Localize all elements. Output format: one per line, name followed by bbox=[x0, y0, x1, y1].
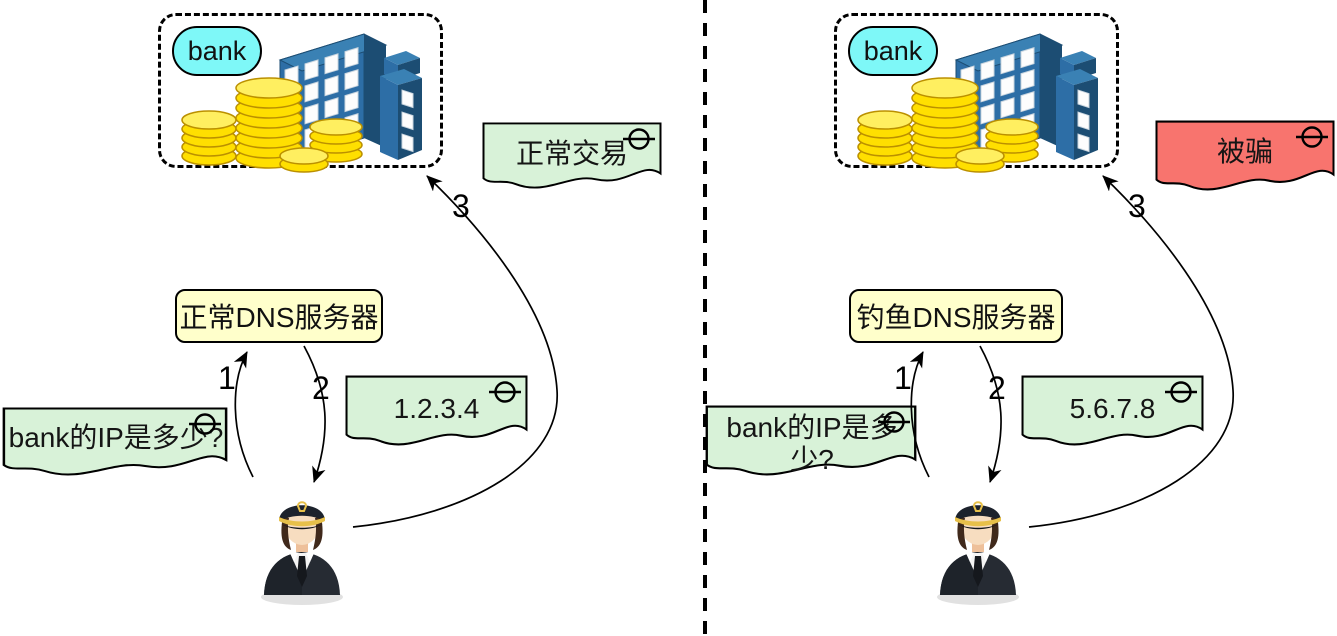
step-1-label: 1 bbox=[894, 360, 912, 396]
query-note-text: bank的IP是多少? bbox=[726, 412, 898, 476]
note-anchor-icon bbox=[622, 128, 656, 150]
query-note: bank的IP是多少? bbox=[705, 405, 917, 477]
query-note: bank的IP是多少? bbox=[2, 407, 228, 477]
bank-label-text: bank bbox=[863, 35, 923, 66]
bank-label: bank bbox=[172, 26, 262, 76]
note-shape bbox=[705, 405, 917, 476]
query-note-text: bank的IP是多少? bbox=[8, 422, 224, 453]
bank-label: bank bbox=[848, 26, 938, 76]
gold-coins-icon bbox=[857, 77, 1039, 173]
outcome-note: 被骗 bbox=[1155, 120, 1335, 192]
note-shape bbox=[2, 407, 228, 476]
panel-divider-dashed-line bbox=[703, 0, 707, 636]
reply-note: 1.2.3.4 bbox=[345, 375, 528, 447]
bank-label-text: bank bbox=[187, 35, 247, 66]
outcome-note: 正常交易 bbox=[482, 122, 662, 190]
panel-normal-dns: bank 正常DNS服务器 bank的IP是多少? 1.2.3.4 正常交易 bbox=[2, 13, 662, 606]
step-2-label: 2 bbox=[988, 370, 1006, 406]
step-3-label: 3 bbox=[1128, 188, 1146, 224]
note-anchor-icon bbox=[1164, 381, 1198, 403]
note-anchor-icon bbox=[488, 381, 522, 403]
note-anchor-icon bbox=[877, 411, 911, 433]
outcome-note-text: 正常交易 bbox=[515, 138, 628, 169]
step-3-label: 3 bbox=[452, 188, 470, 224]
dns-server-label: 正常DNS服务器 bbox=[175, 289, 383, 343]
dns-server-label-text: 钓鱼DNS服务器 bbox=[856, 302, 1056, 333]
user-pilot-icon bbox=[936, 501, 1020, 606]
dns-server-label-text: 正常DNS服务器 bbox=[179, 302, 379, 333]
gold-coins-icon bbox=[181, 77, 363, 173]
step-2-label: 2 bbox=[312, 370, 330, 406]
note-anchor-icon bbox=[1295, 126, 1329, 148]
note-anchor-icon bbox=[188, 413, 222, 435]
step-1-label: 1 bbox=[218, 360, 236, 396]
outcome-note-text: 被骗 bbox=[1216, 136, 1273, 167]
panel-phishing-dns: bank 钓鱼DNS服务器 bank的IP是多少? 5.6.7.8 被骗 bbox=[676, 0, 1337, 636]
dns-server-label: 钓鱼DNS服务器 bbox=[849, 289, 1063, 343]
reply-note: 5.6.7.8 bbox=[1021, 375, 1204, 447]
user-pilot-icon bbox=[260, 501, 344, 606]
